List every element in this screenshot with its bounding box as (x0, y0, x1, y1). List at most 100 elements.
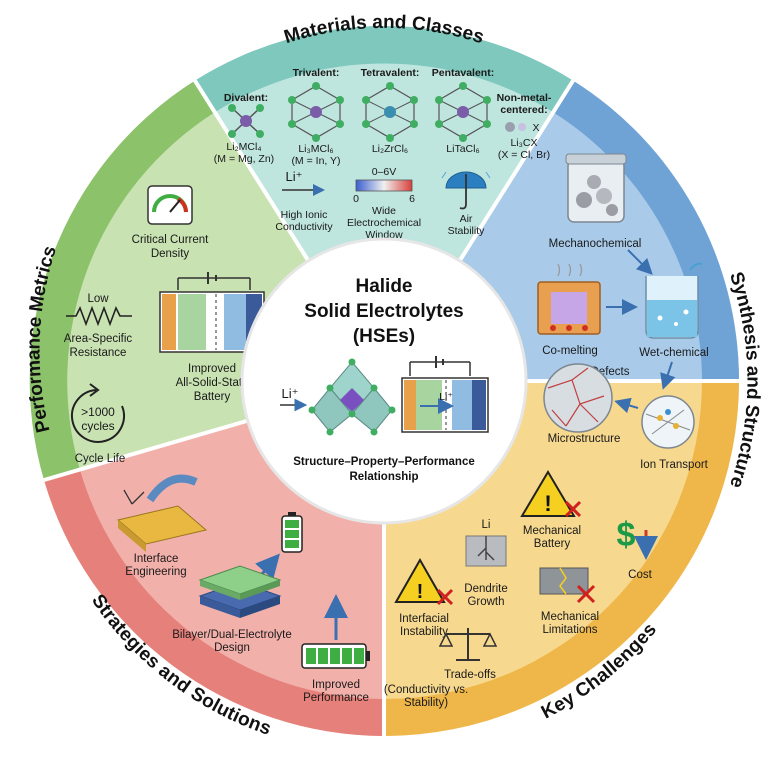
cycle-arrow-icon (70, 383, 125, 443)
window-line2: Electrochemical (347, 217, 421, 229)
voltage-label: 0–6V (372, 166, 397, 178)
nonmetal-head-1: Non-metal- (497, 92, 552, 104)
section-materials (194, 26, 574, 382)
center-title-line3: (HSEs) (353, 326, 415, 347)
voltage-tick-end: 6 (409, 193, 415, 205)
materials-properties: Li⁺ High Ionic Conductivity 0–6V 0 6 Wid… (275, 166, 491, 241)
divalent-note: (M = Mg, Zn) (214, 153, 274, 165)
tradeoffs-line2: (Conductivity vs. (384, 684, 468, 696)
interfacial-line1: Interfacial (399, 613, 449, 625)
divalent-head: Divalent: (224, 92, 268, 104)
trivalent-head: Trivalent: (293, 67, 340, 79)
voltage-tick-start: 0 (353, 193, 359, 205)
materials-classes: Divalent: Li₂MCl₄ (M = Mg, Zn) Trivalent… (214, 67, 552, 167)
arrow-icon (627, 249, 653, 275)
furnace-icon (537, 263, 601, 335)
ionic-line1: High Ionic (281, 209, 328, 221)
center-cell-li-label: Li⁺ (439, 391, 453, 403)
battery-charged-icon (281, 512, 303, 553)
dendrite-line2: Growth (467, 596, 504, 608)
tradeoffs-line3: Stability) (404, 697, 448, 709)
crystal-structure-icon (308, 358, 396, 436)
interface-layer-icon (116, 474, 208, 552)
ionic-line2: Conductivity (275, 221, 333, 233)
pentavalent-formula: LiTaCl₆ (446, 143, 479, 155)
tetravalent-formula: Li₂ZrCl₆ (372, 143, 408, 155)
synthesis-content: Mechanochemical Co-melting Wet-chemical … (537, 153, 709, 471)
air-line2: Stability (448, 225, 486, 237)
ccd-line1: Critical Current (132, 234, 209, 246)
trivalent-structure-icon (288, 82, 344, 142)
pentavalent-structure-icon (435, 82, 491, 142)
bilayer-line2: Design (214, 642, 250, 654)
battery-line1: Improved (188, 363, 236, 375)
trivalent-formula: Li₃MCl₆ (298, 143, 333, 155)
mech-lim-line1: Mechanical (541, 611, 599, 623)
dendrite-line1: Dendrite (464, 583, 507, 595)
mechanical-crack-icon (539, 567, 596, 604)
center-title-line2: Solid Electrolytes (304, 301, 463, 322)
interfacial-warning-icon: ! (394, 557, 454, 606)
umbrella-icon (441, 171, 491, 210)
co-melting-label: Co-melting (542, 345, 598, 357)
pentavalent-head: Pentavalent: (432, 67, 494, 79)
air-line1: Air (460, 213, 473, 225)
mech-lim-line2: Limitations (543, 624, 598, 636)
arrow-icon (255, 553, 280, 580)
nonmetal-x-label: X (532, 122, 539, 134)
bilayer-icon (198, 565, 282, 618)
microstructure-icon (543, 363, 613, 433)
challenges-content: ! Mechanical Battery $ Cost Li Dendrite … (384, 470, 658, 709)
center-cell-icon (401, 356, 489, 433)
arrow-icon (614, 397, 639, 414)
improved-line2: Performance (303, 692, 369, 704)
cycle-life-label: Cycle Life (75, 453, 126, 465)
dendrite-li-label: Li (482, 519, 491, 531)
wet-chemical-label: Wet-chemical (639, 347, 708, 359)
balance-scale-icon (438, 628, 498, 661)
ionic-li-label: Li⁺ (286, 169, 303, 184)
center-caption-line2: Relationship (349, 471, 418, 483)
ball-mill-jar-icon (565, 153, 627, 223)
ion-transport-icon (641, 395, 695, 449)
window-line1: Wide (372, 205, 396, 217)
center-hub: Halide Solid Electrolytes (HSEs) Li⁺ (240, 237, 528, 525)
asr-line1: Area-Specific (64, 333, 133, 345)
interfacial-line2: Instability (400, 626, 448, 638)
trivalent-note: (M = In, Y) (291, 155, 340, 167)
center-title-line1: Halide (355, 276, 412, 297)
ccd-line2: Density (151, 248, 190, 260)
mech-battery-line1: Mechanical (523, 525, 581, 537)
mechanochemical-label: Mechanochemical (549, 238, 642, 250)
cycles-line2: cycles (81, 419, 114, 433)
full-battery-icon (301, 643, 370, 669)
tetravalent-structure-icon (362, 82, 418, 142)
tetravalent-head: Tetravalent: (361, 67, 420, 79)
beaker-icon (645, 262, 703, 339)
bilayer-line1: Bilayer/Dual-Electrolyte (172, 629, 292, 641)
strategies-content: Interface Engineering Bilayer/Dual-Elect… (116, 474, 370, 704)
cycles-line1: >1000 (81, 405, 115, 419)
svg-text:!: ! (417, 581, 424, 603)
interface-line2: Engineering (125, 566, 186, 578)
svg-text:!: ! (544, 491, 551, 516)
nonmetal-formula: Li₃CX (510, 137, 537, 149)
improved-line1: Improved (312, 679, 360, 691)
resistor-icon (66, 305, 132, 327)
warning-cross-icon: ! (520, 470, 582, 518)
microstructure-label: Microstructure (548, 433, 621, 445)
battery-line2: All-Solid-State (176, 377, 249, 389)
asr-line2: Resistance (70, 347, 127, 359)
mech-battery-line2: Battery (534, 538, 571, 550)
gauge-icon (147, 185, 193, 225)
low-label: Low (87, 293, 109, 305)
center-caption-line1: Structure–Property–Performance (293, 456, 475, 468)
svg-text:$: $ (617, 516, 636, 554)
nonmetal-note: (X = Cl, Br) (498, 149, 550, 161)
divalent-structure-icon (228, 104, 264, 138)
interface-line1: Interface (134, 553, 179, 565)
dendrite-icon (465, 535, 507, 567)
nonmetal-atom-icon (505, 122, 526, 132)
cost-label: Cost (628, 569, 652, 581)
